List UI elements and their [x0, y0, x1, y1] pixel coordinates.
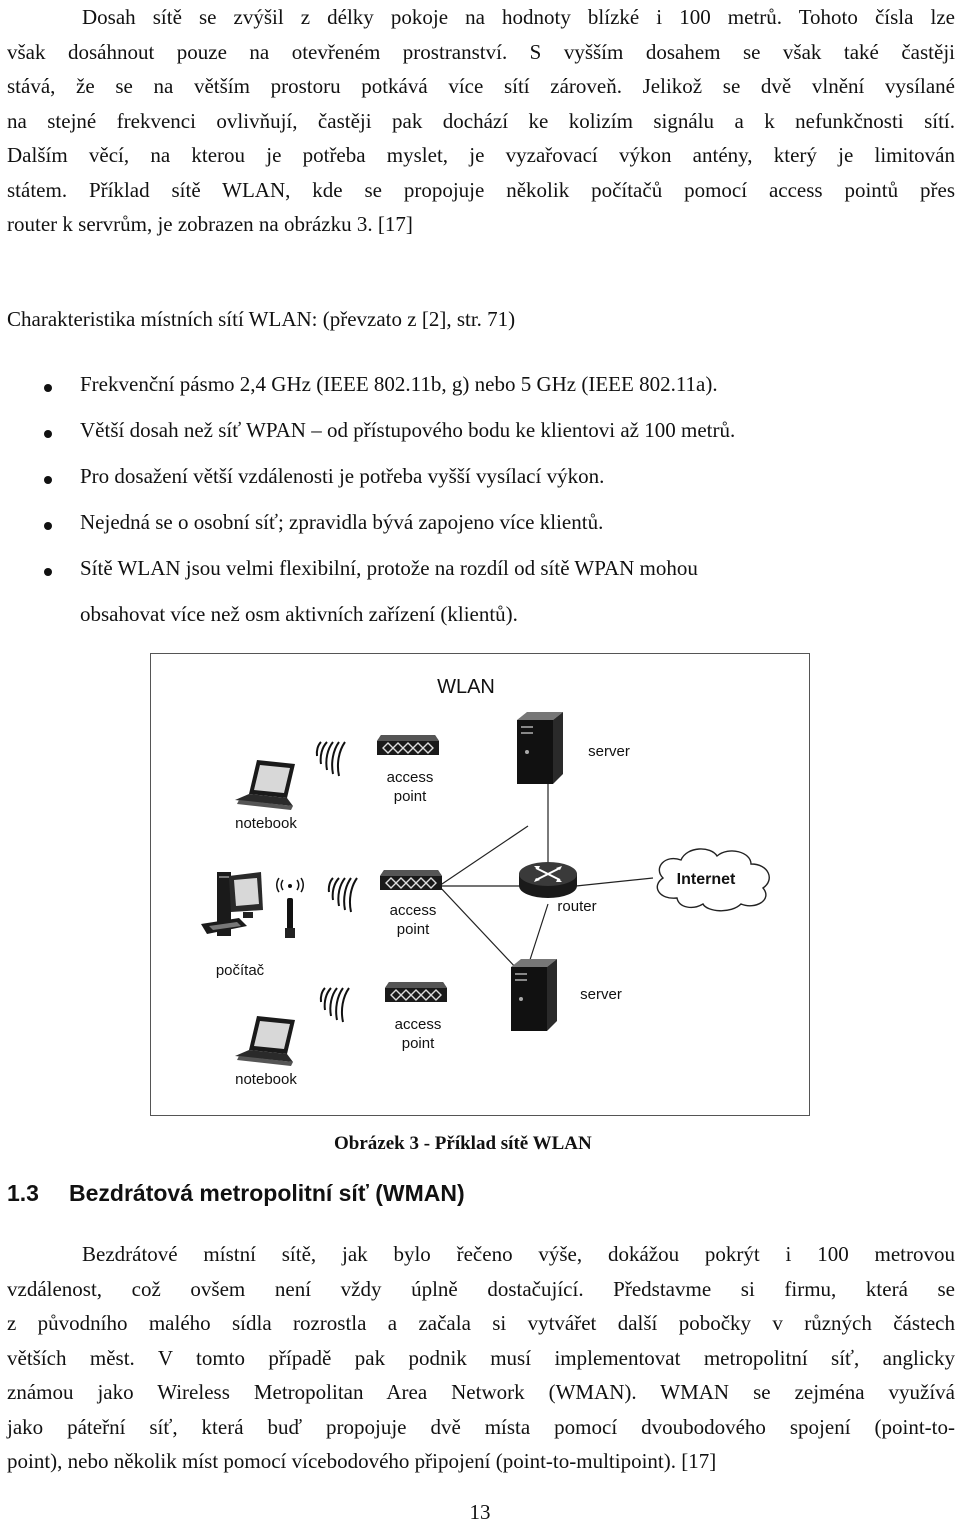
server-icon — [517, 712, 563, 784]
intro-line: Dosah sítě se zvýšil z délky pokoje na h… — [82, 5, 955, 29]
wman-line: větších měst. V tomto případě pak podnik… — [7, 1345, 955, 1370]
wman-line: vzdálenost, což ovšem není vždy úplně do… — [7, 1276, 955, 1301]
router-icon — [519, 862, 577, 898]
intro-paragraph: Dosah sítě se zvýšil z délky pokoje na h… — [7, 0, 955, 242]
label-server-bottom: server — [580, 986, 622, 1003]
bullet-icon — [44, 384, 52, 392]
list-item: Sítě WLAN jsou velmi flexibilní, protože… — [44, 556, 698, 581]
list-item: Frekvenční pásmo 2,4 GHz (IEEE 802.11b, … — [44, 372, 718, 397]
access-point-icon — [377, 735, 439, 755]
internet-cloud-icon — [656, 848, 770, 912]
access-point-icon — [385, 982, 447, 1002]
label-router: router — [557, 898, 597, 915]
list-item-text: Nejedná se o osobní síť; zpravidla bývá … — [80, 510, 604, 534]
line-ap1-router — [438, 825, 529, 887]
wifi-signal-icon — [319, 987, 350, 1023]
label-access-point-3: access point — [394, 1016, 442, 1052]
list-item-continuation: obsahovat více než osm aktivních zařízen… — [80, 602, 518, 627]
intro-line: státem. Příklad sítě WLAN, kde se propoj… — [7, 177, 955, 202]
list-item-text: obsahovat více než osm aktivních zařízen… — [80, 602, 518, 626]
section-number: 1.3 — [7, 1180, 39, 1206]
list-item-text: Frekvenční pásmo 2,4 GHz (IEEE 802.11b, … — [80, 372, 718, 396]
wman-line: Bezdrátové místní sítě, jak bylo řečeno … — [82, 1242, 955, 1266]
label-access-point-1: access point — [386, 769, 434, 805]
notebook-icon — [235, 760, 295, 810]
label-server-top: server — [588, 743, 630, 760]
wlan-diagram: WLAN notebook access point server access… — [150, 653, 810, 1116]
list-item: Větší dosah než síť WPAN – od přístupové… — [44, 418, 736, 443]
label-internet: Internet — [676, 871, 736, 888]
label-computer: počítač — [215, 962, 265, 979]
wman-paragraph: Bezdrátové místní sítě, jak bylo řečeno … — [7, 1237, 955, 1479]
label-access-point-2: access point — [389, 902, 437, 938]
section-title: Bezdrátová metropolitní síť (WMAN) — [69, 1180, 465, 1206]
bullet-icon — [44, 568, 52, 576]
list-item-text: Větší dosah než síť WPAN – od přístupové… — [80, 418, 736, 442]
bullet-icon — [44, 476, 52, 484]
intro-line: stává, že se na větším prostoru potkává … — [7, 74, 955, 98]
list-item: Nejedná se o osobní síť; zpravidla bývá … — [44, 510, 604, 535]
access-point-icon — [380, 870, 442, 890]
intro-line: však dosáhnout pouze na otevřeném prostr… — [7, 39, 955, 64]
notebook-icon — [235, 1016, 295, 1066]
wifi-signal-icon — [327, 877, 358, 913]
line-router-internet — [575, 877, 654, 887]
bullet-icon — [44, 430, 52, 438]
wman-line: point), nebo několik míst pomocí vícebod… — [7, 1449, 717, 1473]
wman-line: jako páteřní síť, která buď propojuje dv… — [7, 1414, 955, 1439]
list-item-text: Pro dosažení větší vzdálenosti je potřeb… — [80, 464, 605, 488]
list-item-text: Sítě WLAN jsou velmi flexibilní, protože… — [80, 556, 698, 580]
characteristics-heading: Charakteristika místních sítí WLAN: (pře… — [7, 307, 516, 331]
wlan-diagram-graphic: WLAN — [201, 676, 770, 1066]
line-router-server2 — [527, 903, 549, 967]
intro-line: Dalším věcí, na kterou je potřeba myslet… — [7, 143, 955, 167]
bullet-icon — [44, 522, 52, 530]
wifi-signal-icon — [315, 741, 346, 777]
wman-line: známou jako Wireless Metropolitan Area N… — [7, 1380, 955, 1404]
label-notebook-top: notebook — [235, 815, 297, 832]
desktop-computer-icon — [201, 872, 263, 936]
diagram-title: WLAN — [437, 676, 495, 698]
list-item: Pro dosažení větší vzdálenosti je potřeb… — [44, 464, 605, 489]
figure-caption: Obrázek 3 - Příklad sítě WLAN — [334, 1133, 592, 1154]
label-notebook-bottom: notebook — [235, 1071, 297, 1088]
antenna-icon — [276, 877, 304, 938]
section-heading: 1.3 Bezdrátová metropolitní síť (WMAN) — [7, 1180, 465, 1207]
wman-line: z původního malého sídla rozrostla a zač… — [7, 1311, 955, 1335]
intro-line: router k servrům, je zobrazen na obrázku… — [7, 212, 413, 236]
server-icon — [511, 959, 557, 1031]
page-number: 13 — [469, 1500, 491, 1524]
intro-line: na stejné frekvenci ovlivňují, častěji p… — [7, 108, 955, 133]
